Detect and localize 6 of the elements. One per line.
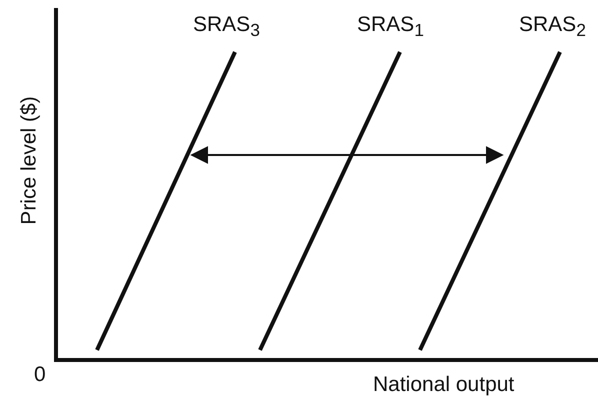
curve-label: SRAS$_{1}$ (357, 14, 424, 40)
curve-label: SRAS$_{2}$ (519, 14, 586, 40)
curve-label: SRAS$_{3}$ (193, 14, 260, 40)
origin-label: 0 (34, 364, 46, 385)
axis-title: Price level ($) (18, 95, 40, 227)
axis-title: National output (373, 374, 514, 395)
